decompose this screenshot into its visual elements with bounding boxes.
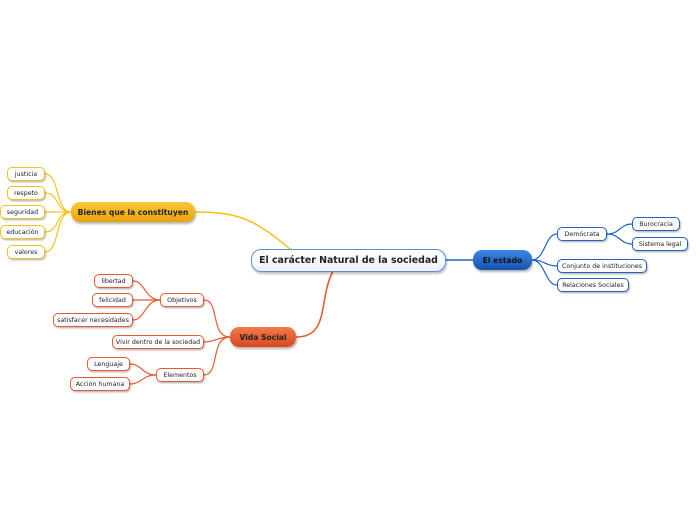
subtopic-relaciones-sociales[interactable]: Relaciones Sociales	[557, 278, 629, 292]
subtopic-lenguaje[interactable]: Lenguaje	[87, 357, 130, 371]
subtopic-conjunto-instituciones[interactable]: Conjunto de instituciones	[557, 259, 647, 273]
subtopic-objetivos[interactable]: Objetivos	[160, 293, 204, 307]
subtopic-libertad[interactable]: libertad	[94, 274, 133, 288]
link-center-bienes	[194, 211, 291, 250]
subtopic-vivir-dentro[interactable]: Vivir dentro de la sociedad	[112, 335, 204, 349]
topic-vida-social[interactable]: Vida Social	[230, 327, 296, 347]
central-topic[interactable]: El carácter Natural de la sociedad	[251, 249, 446, 272]
subtopic-educacion[interactable]: educación	[0, 225, 45, 239]
subtopic-sistema-legal[interactable]: Sistema legal	[632, 237, 688, 251]
subtopic-accion-humana[interactable]: Acción humana	[70, 377, 130, 391]
subtopic-valores[interactable]: valores	[7, 245, 45, 259]
subtopic-democrata[interactable]: Demócrata	[557, 227, 607, 241]
subtopic-seguridad[interactable]: seguridad	[0, 205, 45, 219]
topic-el-estado[interactable]: El estado	[473, 250, 532, 270]
topic-bienes[interactable]: Bienes que la constituyen	[71, 202, 195, 222]
subtopic-elementos[interactable]: Elementos	[156, 368, 204, 382]
subtopic-burocracia[interactable]: Burocracia	[632, 217, 680, 231]
subtopic-satisfacer-necesidades[interactable]: satisfacer necesidades	[53, 313, 133, 327]
subtopic-felicidad[interactable]: felicidad	[92, 293, 133, 307]
subtopic-respeto[interactable]: respeto	[7, 186, 45, 200]
link-center-vida	[295, 270, 334, 338]
subtopic-justicia[interactable]: justicia	[7, 167, 45, 181]
